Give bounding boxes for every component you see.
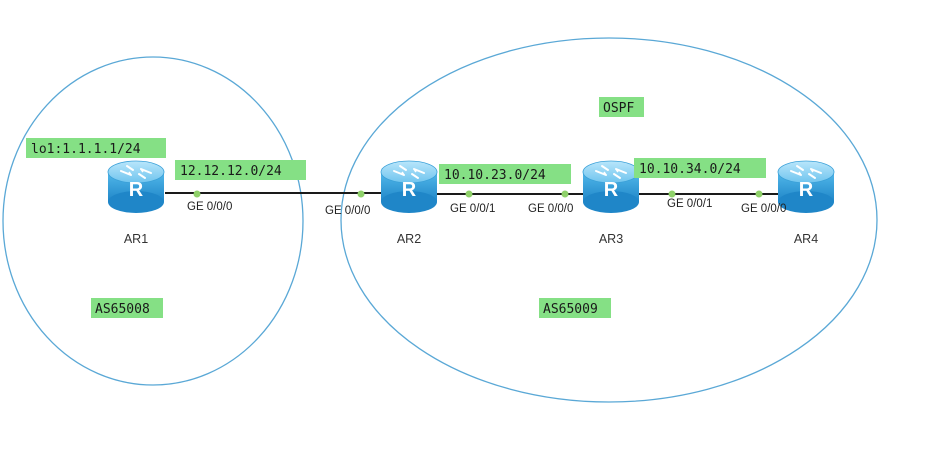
port-label-ar4-ge000: GE 0/0/0 <box>741 203 786 215</box>
router-ar4[interactable]: R <box>777 160 835 214</box>
router-name-ar4: AR4 <box>794 232 818 246</box>
svg-text:OSPF: OSPF <box>603 101 634 116</box>
svg-text:10.10.23.0/24: 10.10.23.0/24 <box>444 168 546 183</box>
router-name-ar3: AR3 <box>599 232 623 246</box>
router-icon-letter: R <box>129 179 144 201</box>
router-ar3[interactable]: R <box>582 160 640 214</box>
ar2-port-dot-ge000[interactable] <box>357 190 365 198</box>
svg-text:AS65008: AS65008 <box>95 302 150 317</box>
ar1-port-dot[interactable] <box>193 190 201 198</box>
ar3-port-dot-ge001[interactable] <box>668 190 676 198</box>
ar3-port-dot-ge000[interactable] <box>561 190 569 198</box>
router-icon-letter: R <box>604 179 619 201</box>
port-label-ar2-ge001: GE 0/0/1 <box>450 203 495 215</box>
port-label-ar3-ge000: GE 0/0/0 <box>528 203 573 215</box>
port-label-ar1-ge000: GE 0/0/0 <box>187 201 232 213</box>
router-ar1[interactable]: R <box>107 160 165 214</box>
router-name-ar2: AR2 <box>397 232 421 246</box>
svg-text:AS65009: AS65009 <box>543 302 598 317</box>
loopback-label: lo1:1.1.1.1/24 <box>26 138 166 158</box>
router-ar2[interactable]: R <box>380 160 438 214</box>
network-label-12-12-12: 12.12.12.0/24 <box>175 160 306 180</box>
network-label-10-10-23: 10.10.23.0/24 <box>439 164 571 184</box>
as65009-area-outline <box>340 37 878 403</box>
port-label-ar3-ge001: GE 0/0/1 <box>667 198 712 210</box>
ospf-label: OSPF <box>599 97 644 117</box>
router-icon-letter: R <box>402 179 417 201</box>
router-name-ar1: AR1 <box>124 232 148 246</box>
svg-text:12.12.12.0/24: 12.12.12.0/24 <box>180 164 282 179</box>
as65009-label: AS65009 <box>539 298 611 318</box>
ar2-port-dot-ge001[interactable] <box>465 190 473 198</box>
router-icon-letter: R <box>799 179 814 201</box>
svg-text:lo1:1.1.1.1/24: lo1:1.1.1.1/24 <box>31 142 141 157</box>
as65008-label: AS65008 <box>91 298 163 318</box>
svg-text:10.10.34.0/24: 10.10.34.0/24 <box>639 162 741 177</box>
network-label-10-10-34: 10.10.34.0/24 <box>634 158 766 178</box>
ar4-port-dot[interactable] <box>755 190 763 198</box>
port-label-ar2-ge000: GE 0/0/0 <box>325 205 370 217</box>
as65008-area-outline <box>2 56 304 386</box>
